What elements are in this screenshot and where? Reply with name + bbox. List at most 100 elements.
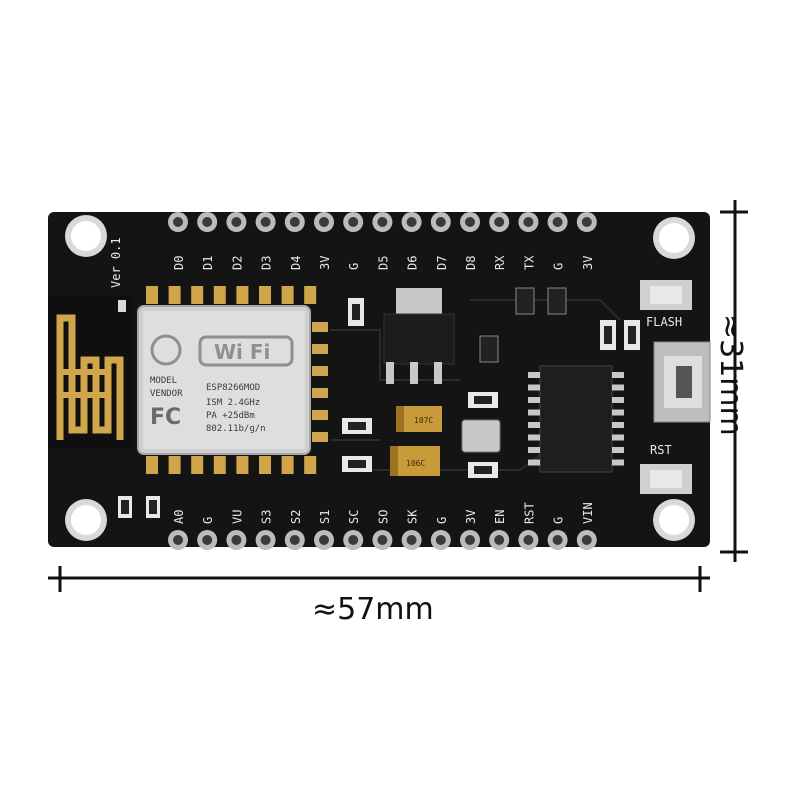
- bottom-pin-label: SC: [347, 510, 361, 524]
- chip-leg: [528, 422, 540, 428]
- bottom-pin-hole-center: [552, 535, 563, 545]
- top-pin-hole-center: [348, 217, 359, 227]
- top-pin-label: D6: [406, 256, 420, 270]
- mounting-holes: [65, 215, 695, 541]
- bottom-pin-label: G: [552, 517, 566, 524]
- bottom-pin-label: VIN: [581, 502, 595, 524]
- wifi-logo-text: Wi Fi: [214, 340, 270, 364]
- module-pad: [236, 286, 249, 304]
- bottom-pin-label: SO: [376, 510, 390, 524]
- top-pin-hole-center: [494, 217, 505, 227]
- chip-leg: [528, 447, 540, 453]
- bottom-pin-hole-center: [494, 535, 505, 545]
- bottom-pin-label: G: [201, 517, 215, 524]
- top-pin-label: D0: [172, 256, 186, 270]
- module-pad: [191, 456, 204, 474]
- esp8266-module: Wi Fi MODEL VENDOR ESP8266MOD FC ISM 2.4…: [137, 305, 311, 455]
- bottom-pin-hole-center: [377, 535, 388, 545]
- bottom-pin-hole-center: [231, 535, 242, 545]
- smd-components: [118, 287, 640, 518]
- top-pin-label: D3: [260, 256, 274, 270]
- bottom-pin-label: 3V: [464, 510, 478, 524]
- bottom-pin-label: S3: [260, 510, 274, 524]
- module-pad: [312, 322, 328, 332]
- top-pin-hole-center: [552, 217, 563, 227]
- bottom-pin-hole-center: [581, 535, 592, 545]
- module-pad: [213, 286, 226, 304]
- top-pin-label: G: [552, 263, 566, 270]
- micro-usb-port: [653, 341, 711, 423]
- bottom-pin-hole-center: [348, 535, 359, 545]
- chip-leg: [612, 409, 624, 416]
- chip-leg: [612, 422, 624, 428]
- top-pin-label: 3V: [581, 256, 595, 270]
- module-pad: [146, 286, 158, 304]
- top-pin-hole-center: [319, 217, 329, 227]
- rst-button: RST: [640, 443, 692, 494]
- top-pin-hole-center: [377, 217, 388, 227]
- module-pad: [168, 286, 181, 304]
- top-pin-hole-center: [173, 217, 183, 227]
- bottom-pin-hole-center: [406, 535, 417, 545]
- chip-name: ESP8266MOD: [206, 383, 260, 393]
- module-pad: [146, 456, 158, 474]
- vendor-label: VENDOR: [150, 389, 183, 399]
- module-pad: [236, 456, 249, 474]
- top-pin-hole-center: [523, 217, 534, 227]
- top-pin-hole-center: [581, 217, 592, 227]
- tantalum-capacitors: 107C 106C: [390, 406, 442, 476]
- chip-leg: [528, 372, 540, 378]
- bottom-pin-label: S1: [318, 510, 332, 524]
- chip-leg: [612, 447, 624, 453]
- module-pad: [281, 456, 294, 474]
- module-pad: [312, 410, 328, 420]
- flash-button: FLASH: [640, 280, 692, 329]
- module-pad: [213, 456, 226, 474]
- power-text: PA +25dBm: [206, 411, 255, 421]
- bottom-pin-label: RST: [522, 502, 536, 524]
- pcb-antenna: [48, 296, 132, 448]
- module-pad: [312, 388, 328, 398]
- chip-leg: [528, 397, 540, 403]
- bottom-pin-hole-center: [289, 535, 300, 545]
- top-pin-label: G: [347, 263, 361, 270]
- chip-leg: [528, 409, 540, 416]
- module-pad: [191, 286, 204, 304]
- bottom-pin-label: S2: [289, 510, 303, 524]
- pcb-traces: [330, 299, 621, 471]
- top-pin-label: D8: [464, 256, 478, 270]
- module-pad: [304, 286, 317, 304]
- module-pad: [312, 366, 328, 376]
- usb-serial-chip: [528, 365, 624, 473]
- top-pin-label: D2: [230, 256, 244, 270]
- top-pin-label: D1: [201, 256, 215, 270]
- chip-leg: [612, 459, 624, 466]
- top-pin-label: TX: [522, 255, 536, 270]
- top-pin-hole-center: [406, 217, 417, 227]
- module-pad: [304, 456, 317, 474]
- top-pin-label: D7: [435, 256, 449, 270]
- module-pad: [312, 432, 328, 442]
- chip-leg: [612, 434, 624, 441]
- bottom-pin-label: SK: [406, 509, 420, 524]
- bottom-pin-hole-center: [319, 535, 329, 545]
- model-label: MODEL: [150, 376, 177, 386]
- rst-button-label: RST: [650, 443, 672, 457]
- chip-leg: [612, 372, 624, 378]
- module-pad: [259, 456, 271, 474]
- height-dimension-line: [720, 200, 748, 562]
- top-pin-hole-center: [231, 217, 242, 227]
- version-label: Ver 0.1: [109, 237, 123, 288]
- fcc-mark: FC: [150, 405, 181, 430]
- capacitor-2-label: 106C: [406, 459, 425, 468]
- top-pin-label: RX: [493, 255, 507, 270]
- bottom-pin-label: A0: [172, 510, 186, 524]
- standard-text: 802.11b/g/n: [206, 424, 266, 434]
- module-pad: [281, 286, 294, 304]
- bottom-pin-hole-center: [202, 535, 213, 545]
- top-pin-label: D5: [376, 256, 390, 270]
- capacitor-1-label: 107C: [414, 416, 433, 425]
